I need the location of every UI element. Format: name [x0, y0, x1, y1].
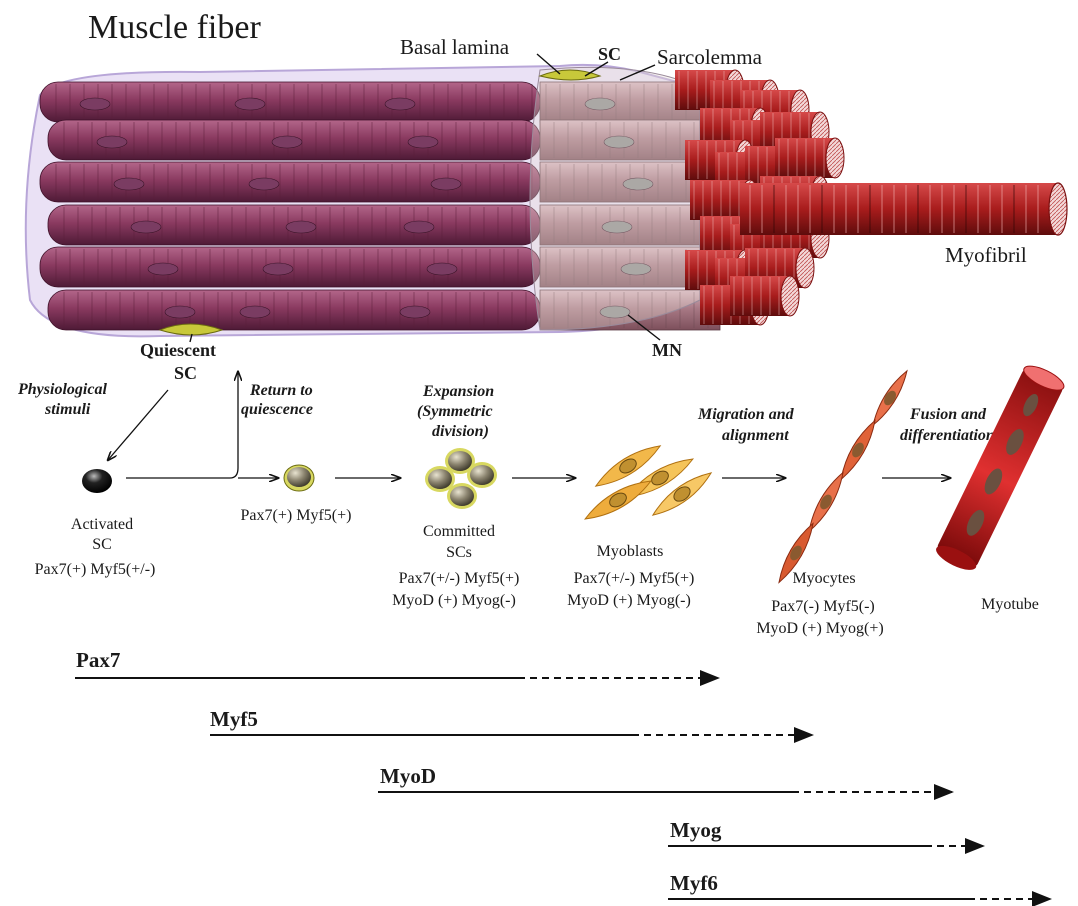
- stage-myocytes-3: MyoD (+) Myog(+): [756, 620, 883, 637]
- arrow-label-expansion-2: (Symmetric: [417, 403, 493, 420]
- stage-activated-1: Activated: [71, 516, 133, 533]
- stage-myoblasts-1: Myoblasts: [597, 543, 664, 560]
- arrow-label-fusion-2: differentiation: [900, 427, 995, 444]
- label-sarcolemma: Sarcolemma: [657, 45, 763, 69]
- gene-pax7: Pax7: [76, 648, 120, 672]
- arrow-label-migration-1: Migration and: [697, 406, 795, 423]
- stage-myoblasts-2: Pax7(+/-) Myf5(+): [574, 570, 695, 587]
- arrow-label-fusion-1: Fusion and: [909, 406, 987, 423]
- stage-committed-4: MyoD (+) Myog(-): [392, 592, 516, 609]
- arrow-label-return-2: quiescence: [241, 401, 313, 418]
- renewed-sc-cell: [284, 465, 314, 491]
- gene-myf6: Myf6: [670, 871, 718, 895]
- myofibril-end: [775, 138, 844, 178]
- gene-myf5: Myf5: [210, 707, 258, 731]
- muscle-fiber-illustration: [26, 65, 1067, 337]
- label-quiescent-2: SC: [174, 363, 197, 383]
- arrow-label-physio-2: stimuli: [44, 401, 91, 418]
- process-arrows: [108, 372, 950, 478]
- myofibril-end: [730, 276, 799, 316]
- label-mn: MN: [652, 340, 682, 360]
- stage-activated-3: Pax7(+) Myf5(+/-): [35, 561, 156, 578]
- stage-labels: Activated SC Pax7(+) Myf5(+/-) Pax7(+) M…: [35, 507, 1039, 637]
- arrow-label-migration-2: alignment: [722, 427, 789, 444]
- stage-myocytes-2: Pax7(-) Myf5(-): [771, 598, 875, 615]
- arrow-label-expansion-1: Expansion: [422, 383, 494, 400]
- label-myofibril: Myofibril: [945, 243, 1027, 267]
- stage-activated-2: SC: [92, 536, 112, 553]
- arrow-label-expansion-3: division): [432, 423, 489, 440]
- stage-myotube-1: Myotube: [981, 596, 1039, 613]
- stage-committed-3: Pax7(+/-) Myf5(+): [399, 570, 520, 587]
- arrow-label-return-1: Return to: [249, 382, 313, 399]
- gene-myod: MyoD: [380, 764, 436, 788]
- label-quiescent-1: Quiescent: [140, 340, 216, 360]
- label-basal-lamina: Basal lamina: [400, 35, 510, 59]
- label-sc: SC: [598, 44, 621, 64]
- myocytes-chain: [774, 368, 912, 585]
- stage-committed-2: SCs: [446, 544, 472, 561]
- sarcolemma-cutaway: [530, 67, 700, 330]
- committed-scs-cluster: [425, 448, 497, 509]
- myoblasts-group: [581, 439, 715, 526]
- myofibril: [740, 183, 1067, 235]
- myotube: [933, 361, 1067, 574]
- gene-myog: Myog: [670, 818, 722, 842]
- stage-myocytes-1: Myocytes: [792, 570, 855, 587]
- stage-renewed-1: Pax7(+) Myf5(+): [241, 507, 352, 524]
- arrow-label-physio-1: Physiological: [17, 381, 107, 398]
- figure-title: Muscle fiber: [88, 9, 261, 46]
- stage-committed-1: Committed: [423, 523, 495, 540]
- stage-myoblasts-3: MyoD (+) Myog(-): [567, 592, 691, 609]
- activated-sc-cell: [82, 469, 112, 493]
